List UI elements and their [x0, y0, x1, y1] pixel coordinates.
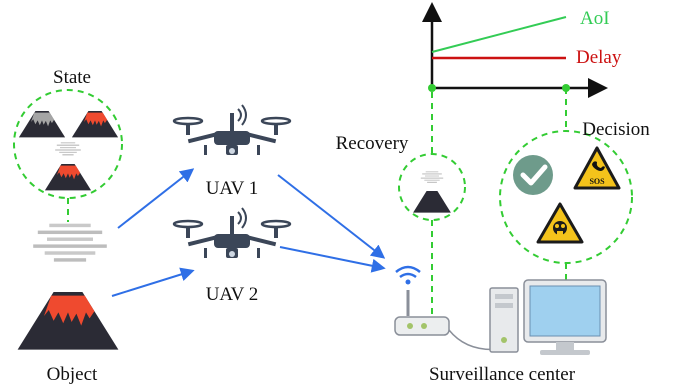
- recovery-volcano: [413, 171, 451, 213]
- volcano-icon: [413, 191, 451, 213]
- aoi-legend-label: AoI: [580, 8, 610, 29]
- smoke-icon: [420, 171, 444, 183]
- volcano-icon: [18, 111, 66, 138]
- object-volcano: [17, 223, 119, 350]
- computer-icon: [489, 279, 607, 355]
- uav2-label: UAV 2: [206, 284, 259, 305]
- surveillance-center-label: Surveillance center: [429, 364, 576, 385]
- check-icon: [513, 155, 553, 195]
- delay-legend-label: Delay: [576, 47, 622, 68]
- drone-icon: [172, 103, 292, 157]
- drone-icon: [172, 206, 292, 260]
- smoke-icon: [55, 142, 81, 156]
- decision-icons: SOS: [513, 146, 621, 244]
- state-cluster: [18, 111, 119, 191]
- communication-arrows: [111, 168, 386, 297]
- object-label: Object: [47, 364, 98, 385]
- uav1-label: UAV 1: [206, 178, 259, 199]
- decision-label: Decision: [582, 119, 650, 140]
- state-label: State: [53, 67, 91, 88]
- volcano-icon: [17, 292, 119, 350]
- volcano-icon: [71, 111, 119, 138]
- recovery-label: Recovery: [336, 133, 409, 154]
- svg-text:SOS: SOS: [589, 177, 605, 186]
- chart-marker: [428, 84, 436, 92]
- dashed-connectors: [13, 88, 633, 318]
- smoke-icon: [33, 223, 107, 262]
- volcano-icon: [44, 164, 92, 191]
- aoi-delay-chart: AoI Delay: [422, 2, 622, 98]
- chart-marker: [562, 84, 570, 92]
- aoi-series-line: [431, 16, 567, 53]
- gas-mask-warning-icon: [536, 202, 584, 244]
- sos-warning-icon: SOS: [573, 146, 621, 190]
